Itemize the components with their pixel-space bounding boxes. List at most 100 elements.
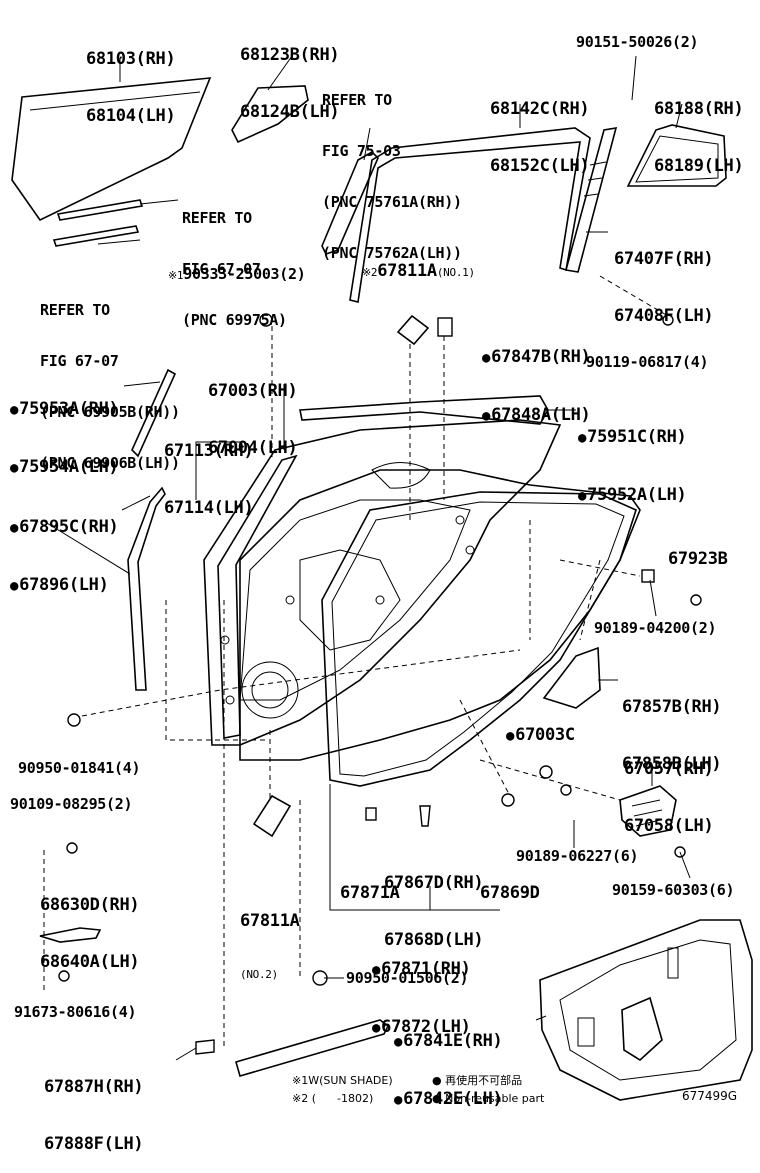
part-sub: (NO.2) <box>240 968 278 981</box>
part-number: 68188(RH) <box>654 99 744 119</box>
label-seal-no1: ※267811A(NO.1) <box>362 262 475 281</box>
dashed-guides <box>43 275 669 1050</box>
label-service-hole-cover: 67857B(RH) 67858B(LH) <box>622 660 722 793</box>
label-bolt-lower-right: 90159-60303(6) <box>612 881 735 899</box>
note-mark: ※2 <box>362 266 378 279</box>
legend-note-2: ※2 ( -1802) <box>292 1092 374 1105</box>
reference-text: REFER TO <box>322 91 392 109</box>
label-screw-top: 90151-50026(2) <box>576 33 699 51</box>
part-number: 67003(RH) <box>208 381 298 401</box>
door-weatherstrip-drawing <box>321 491 637 787</box>
lower-molding-drawing <box>235 1019 390 1077</box>
part-number: 67848A(LH) <box>482 406 591 426</box>
part-number: 68630D(RH) <box>40 895 140 915</box>
part-number: 67896(LH) <box>10 576 119 596</box>
bolt-right-drawing <box>662 314 674 326</box>
reference-text: (PNC 75762A(LH)) <box>322 244 462 262</box>
label-left-molding: 75953A(RH) 75954A(LH) <box>10 362 119 497</box>
legend-text: 再使用不可部品 <box>445 1074 523 1087</box>
reference-text: FIG 75-03 <box>322 142 401 160</box>
label-bolt-mid: 90189-06227(6) <box>516 847 639 865</box>
part-number: 68103(RH) <box>86 49 176 69</box>
door-trim-drawing <box>539 919 753 1101</box>
part-number: 67811A <box>240 911 300 931</box>
left-weatherstrip-drawing <box>127 486 166 691</box>
door-glass-drawing <box>11 77 212 222</box>
part-number: 68124B(LH) <box>240 102 340 122</box>
belt-molding-drawings <box>52 199 144 247</box>
legend-nonreusable-en: ● Non-reusable part <box>432 1092 544 1105</box>
door-panel-drawing <box>203 419 562 746</box>
quarter-window-drawing <box>626 124 727 187</box>
part-number: 67058(LH) <box>624 816 714 836</box>
reference-text: FIG 67-07 <box>40 352 119 370</box>
part-number: 67895C(RH) <box>10 518 119 538</box>
part-number: 67868D(LH) <box>384 930 484 950</box>
reference-text: (PNC 75761A(RH)) <box>322 193 462 211</box>
hinge-cover-drawing <box>437 317 453 337</box>
service-hole-cover-drawing <box>542 646 601 709</box>
part-number: 68152C(LH) <box>490 156 590 176</box>
non-reusable-dot-icon: ● <box>432 1092 442 1105</box>
hinge-assembly-drawing <box>560 784 686 858</box>
label-weatherstrip-parts: 67867D(RH) 67868D(LH) <box>384 836 484 969</box>
reference-text: (PNC 69975A) <box>182 311 287 329</box>
reference-text: REFER TO <box>40 301 110 319</box>
part-number: 67114(LH) <box>164 498 254 518</box>
part-number: 67857B(RH) <box>622 697 722 717</box>
reference-text: FIG 67-07 <box>182 260 261 278</box>
label-lower-molding: 67887H(RH) 67888F(LH) <box>44 1040 144 1173</box>
division-bar-drawing <box>564 127 618 273</box>
label-hinge-cover: 67847B(RH) 67848A(LH) <box>482 310 591 445</box>
part-number: 75951C(RH) <box>578 428 687 448</box>
part-number: 67847B(RH) <box>482 348 591 368</box>
part-number: 75953A(RH) <box>10 400 119 420</box>
seal-no1-drawing <box>396 314 430 346</box>
label-door-trim: 67841E(RH) 67842E(LH) <box>394 994 503 1129</box>
part-number: 68640A(LH) <box>40 952 140 972</box>
label-weatherstrip-a: 67871A <box>340 883 400 903</box>
label-left-weatherstrip: 67895C(RH) 67896(LH) <box>10 480 119 615</box>
figure-id: 677499G <box>682 1089 738 1103</box>
part-number: 67057(RH) <box>624 759 714 779</box>
label-plug-c: 67003C <box>506 725 575 746</box>
label-plug-bottom: 90950-01506(2) <box>346 969 469 987</box>
note-mark: ※1 <box>168 269 184 282</box>
part-number: 67867D(RH) <box>384 873 484 893</box>
label-hinge-assy: 67057(RH) 67058(LH) <box>624 722 714 855</box>
label-screw-bottom: 91673-80616(4) <box>14 1003 137 1021</box>
part-number: 67841E(RH) <box>394 1032 503 1052</box>
part-number: 67858B(LH) <box>622 754 722 774</box>
label-plug-left: 90950-01841(4) <box>18 759 141 777</box>
part-number: 67887H(RH) <box>44 1077 144 1097</box>
label-upper-molding: 75951C(RH) 75952A(LH) <box>578 390 687 525</box>
part-number: 67888F(LH) <box>44 1134 144 1154</box>
label-quarter-window: 68188(RH) 68189(LH) <box>654 62 744 195</box>
plug-left-drawing <box>67 713 81 727</box>
part-number: 75954A(LH) <box>10 458 119 478</box>
label-refer-fig-75-03: REFER TO FIG 75-03 (PNC 75761A(RH)) (PNC… <box>322 58 462 279</box>
pillar-garnish-drawing <box>321 151 379 255</box>
part-number: 90333-25003(2) <box>183 265 306 283</box>
label-division-bar: 67407F(RH) 67408F(LH) <box>614 212 714 345</box>
label-door-glass: 68103(RH) 68104(LH) <box>86 12 176 145</box>
part-number: 67003C <box>506 725 575 745</box>
label-refer-fig-67-07-a: REFER TO FIG 67-07 (PNC 69975A) <box>182 176 287 346</box>
part-sub: (NO.1) <box>436 266 475 279</box>
legend-note-1: ※1W(SUN SHADE) <box>292 1074 393 1087</box>
left-molding-drawing <box>131 368 177 458</box>
label-seal-no2: 67811A (NO.2) <box>240 874 300 1000</box>
stopper-drawing <box>641 569 655 583</box>
label-bolt-left: 90109-08295(2) <box>10 795 133 813</box>
label-quarter-glass: 68123B(RH) 68124B(LH) <box>240 8 340 141</box>
part-number: 67811A <box>377 261 437 281</box>
part-number: 68123B(RH) <box>240 45 340 65</box>
label-bolt-right: 90119-06817(4) <box>586 353 709 371</box>
label-door-panel: 67003(RH) 67004(LH) <box>208 344 298 477</box>
legend-text: Non-reusable part <box>445 1092 545 1105</box>
reference-text: REFER TO <box>182 209 252 227</box>
label-sun-shade-clip: ※190333-25003(2) <box>168 265 306 283</box>
run-channel-drawing <box>349 127 591 303</box>
part-number: 67408F(LH) <box>614 306 714 326</box>
quarter-glass-drawing <box>231 85 309 144</box>
